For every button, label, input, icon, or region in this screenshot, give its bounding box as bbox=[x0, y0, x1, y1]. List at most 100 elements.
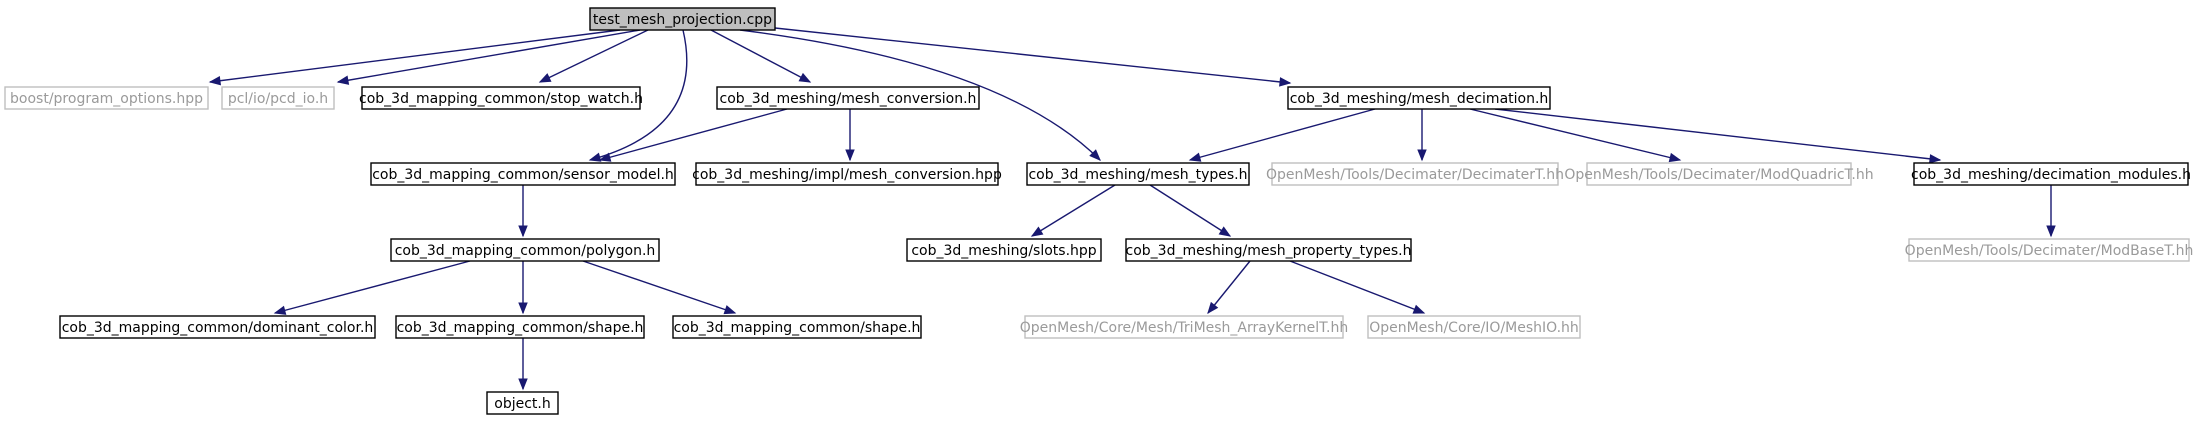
node-box bbox=[395, 315, 645, 339]
node-box bbox=[1367, 315, 1581, 339]
node-slots[interactable]: cob_3d_meshing/slots.hpp bbox=[906, 238, 1102, 262]
node-box bbox=[589, 7, 776, 31]
edge-root-to-pcd_io bbox=[336, 29, 641, 85]
nodes-layer: test_mesh_projection.cpp boost/program_op… bbox=[4, 7, 2194, 415]
node-label: OpenMesh/Tools/Decimater/ModQuadricT.hh bbox=[1564, 167, 1873, 183]
node-pcd-io: pcl/io/pcd_io.h bbox=[221, 86, 335, 110]
node-box bbox=[4, 86, 209, 110]
edge-arrowhead bbox=[1279, 77, 1292, 87]
edge-line bbox=[1469, 108, 1681, 161]
edge-arrowhead bbox=[1417, 149, 1427, 162]
node-impl-mesh-conversion[interactable]: cob_3d_meshing/impl/mesh_conversion.hpp bbox=[692, 162, 1002, 186]
node-box bbox=[486, 391, 559, 415]
node-label: cob_3d_meshing/mesh_conversion.h bbox=[720, 91, 977, 107]
node-label: boost/program_options.hpp bbox=[10, 91, 203, 107]
node-boost-po: boost/program_options.hpp bbox=[4, 86, 209, 110]
edges-layer bbox=[208, 27, 2056, 391]
node-mesh-property-types[interactable]: cob_3d_meshing/mesh_property_types.h bbox=[1125, 238, 1412, 262]
edge-arrowhead bbox=[845, 149, 855, 162]
edge-root-to-boost_po bbox=[208, 29, 621, 86]
edge-arrowhead bbox=[2046, 225, 2056, 238]
edge-line bbox=[1289, 260, 1425, 314]
node-dominant-color[interactable]: cob_3d_mapping_common/dominant_color.h bbox=[59, 315, 376, 339]
edge-line bbox=[589, 29, 688, 161]
node-object[interactable]: object.h bbox=[486, 391, 559, 415]
node-mesh-decimation[interactable]: cob_3d_meshing/mesh_decimation.h bbox=[1287, 86, 1551, 110]
edge-line bbox=[599, 108, 788, 161]
edge-arrowhead bbox=[208, 75, 222, 86]
node-box bbox=[906, 238, 1102, 262]
edge-line bbox=[739, 29, 1101, 161]
node-label: object.h bbox=[494, 396, 550, 412]
node-decimation-modules[interactable]: cob_3d_meshing/decimation_modules.h bbox=[1911, 162, 2191, 186]
node-polygon[interactable]: cob_3d_mapping_common/polygon.h bbox=[390, 238, 660, 262]
edge-line bbox=[1494, 108, 1941, 161]
node-box bbox=[1026, 162, 1250, 186]
edge-mesh_decimation-to-mesh_types bbox=[1188, 108, 1376, 162]
node-stop-watch[interactable]: cob_3d_mapping_common/stop_watch.h bbox=[359, 86, 643, 110]
node-label: cob_3d_meshing/slots.hpp bbox=[911, 243, 1096, 259]
edge-root-to-stop_watch bbox=[538, 29, 649, 83]
node-label: cob_3d_mapping_common/stop_watch.h bbox=[359, 91, 643, 107]
edge-mesh_conversion-to-sensor_model bbox=[598, 108, 788, 162]
edge-arrowhead bbox=[588, 152, 602, 162]
edge-line bbox=[1149, 184, 1231, 237]
edge-line bbox=[1207, 260, 1251, 314]
edge-root-to-mesh_conversion bbox=[710, 29, 812, 83]
edge-mesh_conversion-to-impl_mesh_conversion bbox=[845, 109, 855, 162]
edge-arrowhead bbox=[518, 378, 528, 391]
edge-arrowhead bbox=[1207, 301, 1219, 315]
edge-shape_a-to-object bbox=[518, 338, 528, 391]
node-box bbox=[1287, 86, 1551, 110]
node-box bbox=[1913, 162, 2189, 186]
edge-arrowhead bbox=[598, 152, 612, 162]
edge-sensor_model-to-polygon bbox=[518, 185, 528, 238]
node-label: cob_3d_meshing/mesh_property_types.h bbox=[1126, 243, 1412, 259]
node-sensor-model[interactable]: cob_3d_mapping_common/sensor_model.h bbox=[370, 162, 676, 186]
node-shape-a[interactable]: cob_3d_mapping_common/shape.h bbox=[395, 315, 645, 339]
edge-arrowhead bbox=[1188, 152, 1202, 162]
edge-polygon-to-shape_a bbox=[518, 261, 528, 315]
node-box bbox=[361, 86, 641, 110]
node-label: pcl/io/pcd_io.h bbox=[228, 91, 328, 107]
node-label: cob_3d_mapping_common/sensor_model.h bbox=[372, 167, 674, 183]
edge-arrowhead bbox=[1089, 149, 1101, 161]
edge-root-to-mesh_decimation bbox=[774, 27, 1292, 87]
node-mesh-conversion[interactable]: cob_3d_meshing/mesh_conversion.h bbox=[716, 86, 980, 110]
edge-mesh_property_types-to-trimesh_kernel bbox=[1207, 260, 1251, 315]
node-mesh-types[interactable]: cob_3d_meshing/mesh_types.h bbox=[1026, 162, 1250, 186]
node-box bbox=[1125, 238, 1412, 262]
edge-line bbox=[774, 27, 1291, 84]
node-root[interactable]: test_mesh_projection.cpp bbox=[589, 7, 776, 31]
node-box bbox=[695, 162, 999, 186]
edge-line bbox=[582, 260, 736, 314]
node-label: cob_3d_meshing/impl/mesh_conversion.hpp bbox=[692, 167, 1002, 183]
node-box bbox=[672, 315, 922, 339]
edge-arrowhead bbox=[1030, 226, 1044, 237]
node-shape-b[interactable]: cob_3d_mapping_common/shape.h bbox=[672, 315, 922, 339]
node-box bbox=[716, 86, 980, 110]
edge-arrowhead bbox=[518, 225, 528, 238]
edge-arrowhead bbox=[723, 305, 737, 315]
edge-mesh_decimation-to-mod_quadric bbox=[1469, 108, 1682, 163]
node-label: test_mesh_projection.cpp bbox=[593, 12, 772, 28]
node-label: cob_3d_meshing/mesh_types.h bbox=[1028, 167, 1247, 183]
node-label: cob_3d_meshing/mesh_decimation.h bbox=[1290, 91, 1549, 107]
node-label: cob_3d_meshing/decimation_modules.h bbox=[1911, 167, 2191, 183]
edge-decimation_modules-to-mod_base bbox=[2046, 185, 2056, 238]
edge-line bbox=[209, 29, 621, 83]
node-label: OpenMesh/Tools/Decimater/ModBaseT.hh bbox=[1905, 243, 2194, 259]
edge-polygon-to-dominant_color bbox=[273, 260, 471, 315]
node-box bbox=[1271, 162, 1559, 186]
node-decimater-t: OpenMesh/Tools/Decimater/DecimaterT.hh bbox=[1266, 162, 1564, 186]
node-label: cob_3d_mapping_common/polygon.h bbox=[395, 243, 656, 259]
edge-line bbox=[1189, 108, 1376, 161]
edge-root-to-sensor_model bbox=[588, 29, 688, 162]
edge-arrowhead bbox=[1412, 304, 1426, 314]
node-trimesh-kernel: OpenMesh/Core/Mesh/TriMesh_ArrayKernelT.… bbox=[1020, 315, 1348, 339]
edge-arrowhead bbox=[273, 305, 287, 315]
node-label: OpenMesh/Core/Mesh/TriMesh_ArrayKernelT.… bbox=[1020, 320, 1348, 336]
node-mesh-io: OpenMesh/Core/IO/MeshIO.hh bbox=[1367, 315, 1581, 339]
node-label: OpenMesh/Tools/Decimater/DecimaterT.hh bbox=[1266, 167, 1564, 183]
node-box bbox=[59, 315, 376, 339]
